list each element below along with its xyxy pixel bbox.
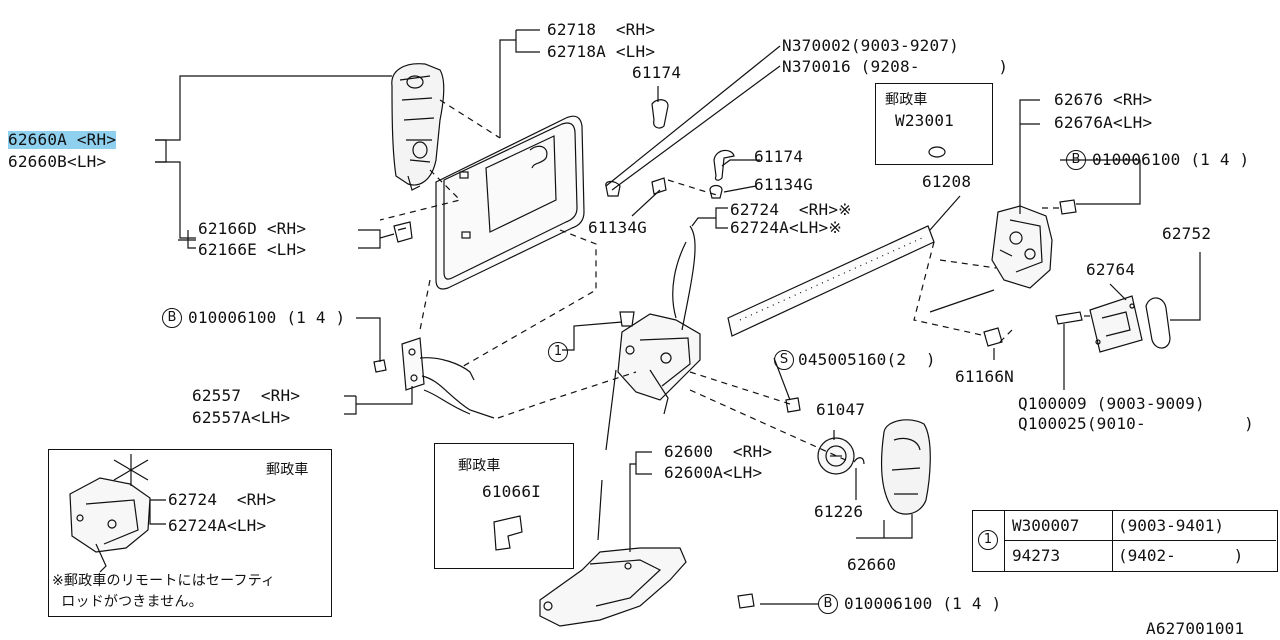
label-61174-top: 61174 xyxy=(632,63,682,82)
label-62660b: 62660B<LH> xyxy=(8,152,107,171)
table-part-1: W300007 xyxy=(1012,516,1080,535)
label-inset-62724: 62724 <RH> xyxy=(168,490,277,509)
marker-one: 1 xyxy=(548,342,568,362)
bracket-62600-part[interactable] xyxy=(539,547,687,627)
label-62600: 62600 <RH> xyxy=(664,442,773,461)
label-61166n: 61166N xyxy=(955,367,1014,386)
label-postal-1: 郵政車 xyxy=(885,92,928,108)
marker-b-left: B xyxy=(162,308,182,328)
label-62724: 62724 <RH>※ xyxy=(730,200,852,219)
screw-q100009 xyxy=(1055,311,1083,325)
label-62600a: 62600A<LH> xyxy=(664,463,763,482)
ref-table-row-line xyxy=(1004,540,1276,542)
label-n370016: N370016 (9208- ) xyxy=(782,57,1009,76)
label-62557: 62557 <RH> xyxy=(192,386,301,405)
label-postal-2: 郵政車 xyxy=(266,462,309,478)
marker-b-bottom: B xyxy=(818,594,838,614)
label-s-screw: 045005160(2 ) xyxy=(798,350,936,369)
label-62557a: 62557A<LH> xyxy=(192,408,291,427)
clip-near-latch xyxy=(619,311,635,327)
weatherstrip-61208-part[interactable] xyxy=(727,225,935,337)
latch-rod xyxy=(605,369,617,451)
screw-s xyxy=(785,397,801,413)
label-62718a: 62718A <LH> xyxy=(547,42,656,61)
note-line-2: ロッドがつきません。 xyxy=(52,594,203,610)
label-q100025: Q100025(9010- ) xyxy=(1018,414,1254,433)
label-62752: 62752 xyxy=(1162,224,1212,243)
marker-s: S xyxy=(774,350,794,370)
leader-lines xyxy=(134,29,1201,605)
label-62676a: 62676A<LH> xyxy=(1054,113,1153,132)
grommet-61134g-c-part[interactable] xyxy=(709,184,723,199)
inset-latch-drawing xyxy=(69,454,151,573)
label-b-bottom: 010006100 (1 4 ) xyxy=(844,594,1002,613)
lock-knob-61174b-part[interactable] xyxy=(713,149,735,181)
screw-b-right xyxy=(1059,199,1077,215)
label-61226: 61226 xyxy=(814,502,864,521)
spring-61226-part[interactable] xyxy=(853,457,865,465)
door-handle-62660-part[interactable] xyxy=(881,419,931,515)
label-61174-mid: 61174 xyxy=(754,147,804,166)
label-62166d: 62166D <RH> xyxy=(198,219,307,238)
gasket-62752-part[interactable] xyxy=(1145,297,1171,349)
door-panel-part[interactable] xyxy=(435,115,585,290)
label-b-left: 010006100 (1 4 ) xyxy=(188,308,346,327)
label-62660: 62660 xyxy=(847,555,897,574)
label-62724a: 62724A<LH>※ xyxy=(730,218,842,237)
inset-box-w23001 xyxy=(875,83,993,165)
grommet-61134g-a-part[interactable] xyxy=(605,180,621,197)
cylinder-61047-part[interactable] xyxy=(817,437,855,475)
lock-knob-61174-part[interactable] xyxy=(651,99,669,129)
inset-box-61066i xyxy=(434,443,574,569)
table-range-2: (9402- ) xyxy=(1118,546,1244,565)
table-part-2: 94273 xyxy=(1012,546,1061,565)
figure-id: A627001001 xyxy=(1146,619,1245,638)
label-postal-3: 郵政車 xyxy=(458,458,501,474)
outer-door-handle-part[interactable] xyxy=(391,63,445,191)
inset-box-62724 xyxy=(48,449,332,617)
label-q100009: Q100009 (9003-9009) xyxy=(1018,394,1205,413)
remote-latch-part[interactable] xyxy=(617,225,701,415)
label-w23001: W23001 xyxy=(895,111,954,130)
inner-handle-lever-part[interactable] xyxy=(401,337,495,419)
label-61047: 61047 xyxy=(816,400,866,419)
label-61066i: 61066I xyxy=(482,482,541,501)
dashed-assembly-lines xyxy=(379,99,1094,463)
label-62718: 62718 <RH> xyxy=(547,20,656,39)
note-line-1: ※郵政車のリモートにはセーフティ xyxy=(52,573,276,589)
screw-b-left xyxy=(373,359,387,373)
ref-table xyxy=(972,510,1278,572)
marker-b-right: B xyxy=(1066,150,1086,170)
screw-b-bottom xyxy=(737,593,755,609)
label-61134g-left: 61134G xyxy=(588,218,647,237)
label-61134g-right: 61134G xyxy=(754,175,813,194)
door-lock-assembly-part[interactable] xyxy=(929,205,1053,313)
inset-clip-61066i xyxy=(493,515,523,551)
label-n370002: N370002(9003-9207) xyxy=(782,36,959,55)
grommet-61134g-b-part[interactable] xyxy=(651,177,667,195)
table-marker-one: 1 xyxy=(978,530,998,550)
lower-rod xyxy=(597,479,603,541)
clip-62166-part[interactable] xyxy=(393,221,413,243)
table-range-1: (9003-9401) xyxy=(1118,516,1224,535)
label-62676: 62676 <RH> xyxy=(1054,90,1153,109)
label-inset-62724a: 62724A<LH> xyxy=(168,516,267,535)
label-62660a[interactable]: 62660A <RH> xyxy=(8,130,117,149)
striker-62764-part[interactable] xyxy=(1089,295,1143,353)
label-62166e: 62166E <LH> xyxy=(198,240,307,259)
label-62764: 62764 xyxy=(1086,260,1136,279)
label-61208: 61208 xyxy=(922,172,972,191)
clip-61166n-part[interactable] xyxy=(983,327,1003,347)
label-b-right: 010006100 (1 4 ) xyxy=(1092,150,1250,169)
